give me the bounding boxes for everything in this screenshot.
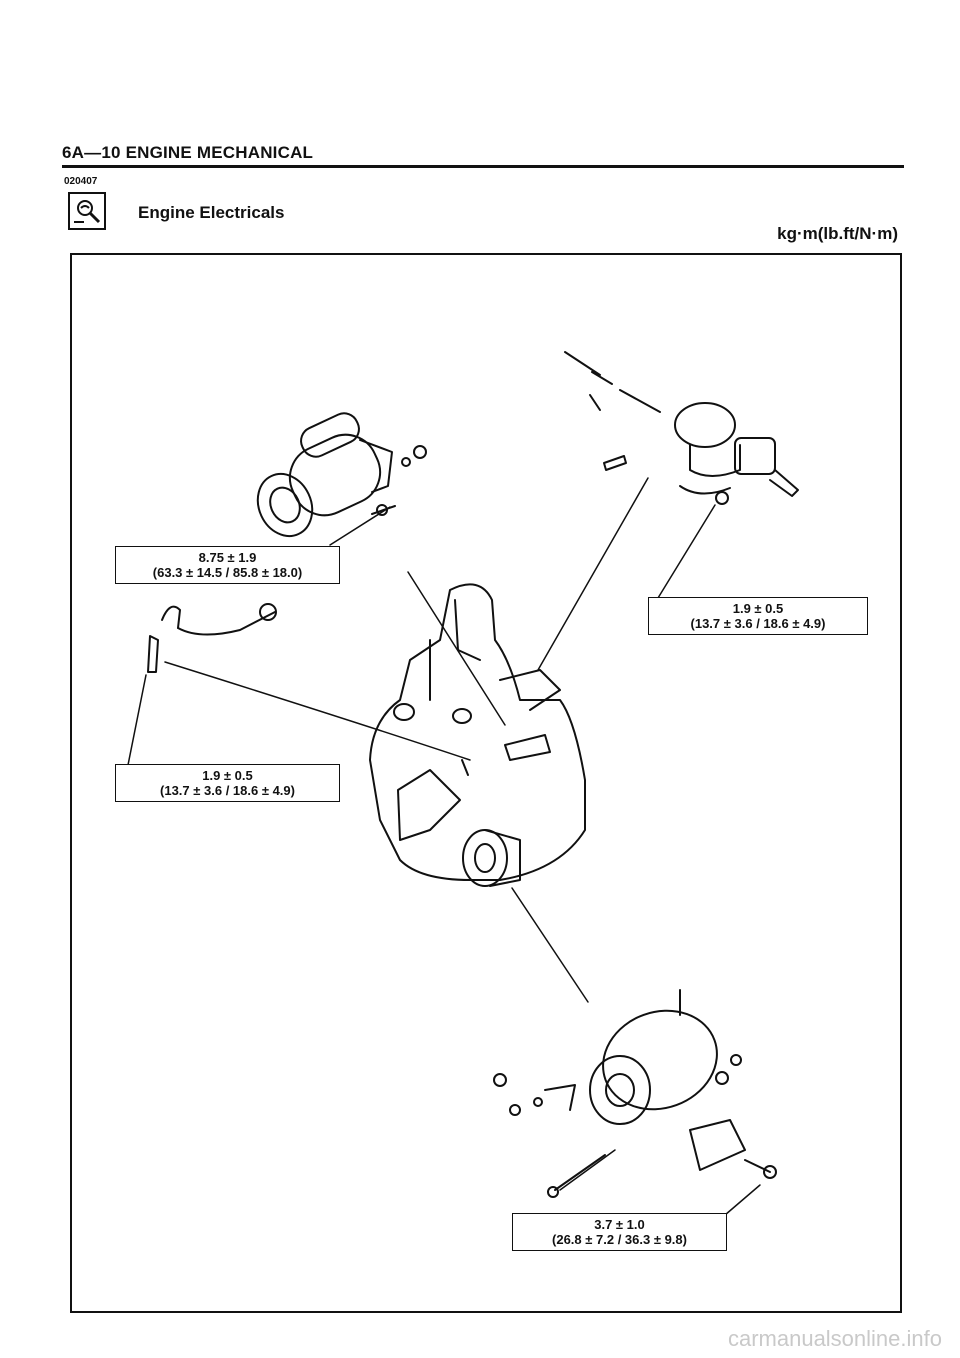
starter-motor-drawing bbox=[256, 412, 427, 538]
torque-spec-alternator: 3.7 ± 1.0 (26.8 ± 7.2 / 36.3 ± 9.8) bbox=[512, 1213, 727, 1251]
torque-imperial-metric: (63.3 ± 14.5 / 85.8 ± 18.0) bbox=[152, 565, 303, 580]
section-code: 020407 bbox=[64, 176, 98, 187]
engine-block-drawing bbox=[369, 583, 586, 887]
torque-value: 8.75 ± 1.9 bbox=[198, 550, 257, 565]
torque-spec-spark-plug: 1.9 ± 0.5 (13.7 ± 3.6 / 18.6 ± 4.9) bbox=[115, 764, 340, 802]
unit-label: kg·m(lb.ft/N·m) bbox=[777, 224, 898, 243]
section-title: Engine Electricals bbox=[138, 203, 285, 222]
watermark: carmanualsonline.info bbox=[727, 1326, 942, 1351]
torque-spec-distributor: 1.9 ± 0.5 (13.7 ± 3.6 / 18.6 ± 4.9) bbox=[648, 597, 868, 635]
distributor-drawing bbox=[564, 351, 799, 505]
torque-value: 3.7 ± 1.0 bbox=[594, 1217, 645, 1232]
torque-imperial-metric: (13.7 ± 3.6 / 18.6 ± 4.9) bbox=[690, 616, 826, 631]
diagram-frame bbox=[70, 253, 902, 1313]
leader-lines bbox=[127, 477, 761, 1216]
spark-plug-drawing bbox=[147, 603, 277, 673]
torque-value: 1.9 ± 0.5 bbox=[202, 768, 253, 783]
torque-imperial-metric: (13.7 ± 3.6 / 18.6 ± 4.9) bbox=[160, 783, 295, 798]
torque-value: 1.9 ± 0.5 bbox=[732, 601, 784, 616]
page-header-title: 6A—10 ENGINE MECHANICAL bbox=[62, 143, 314, 162]
alternator-drawing bbox=[493, 989, 777, 1198]
torque-spec-starter: 8.75 ± 1.9 (63.3 ± 14.5 / 85.8 ± 18.0) bbox=[115, 546, 340, 584]
header-rule bbox=[62, 165, 904, 168]
wrench-inspection-icon bbox=[68, 192, 106, 230]
torque-imperial-metric: (26.8 ± 7.2 / 36.3 ± 9.8) bbox=[552, 1232, 687, 1247]
